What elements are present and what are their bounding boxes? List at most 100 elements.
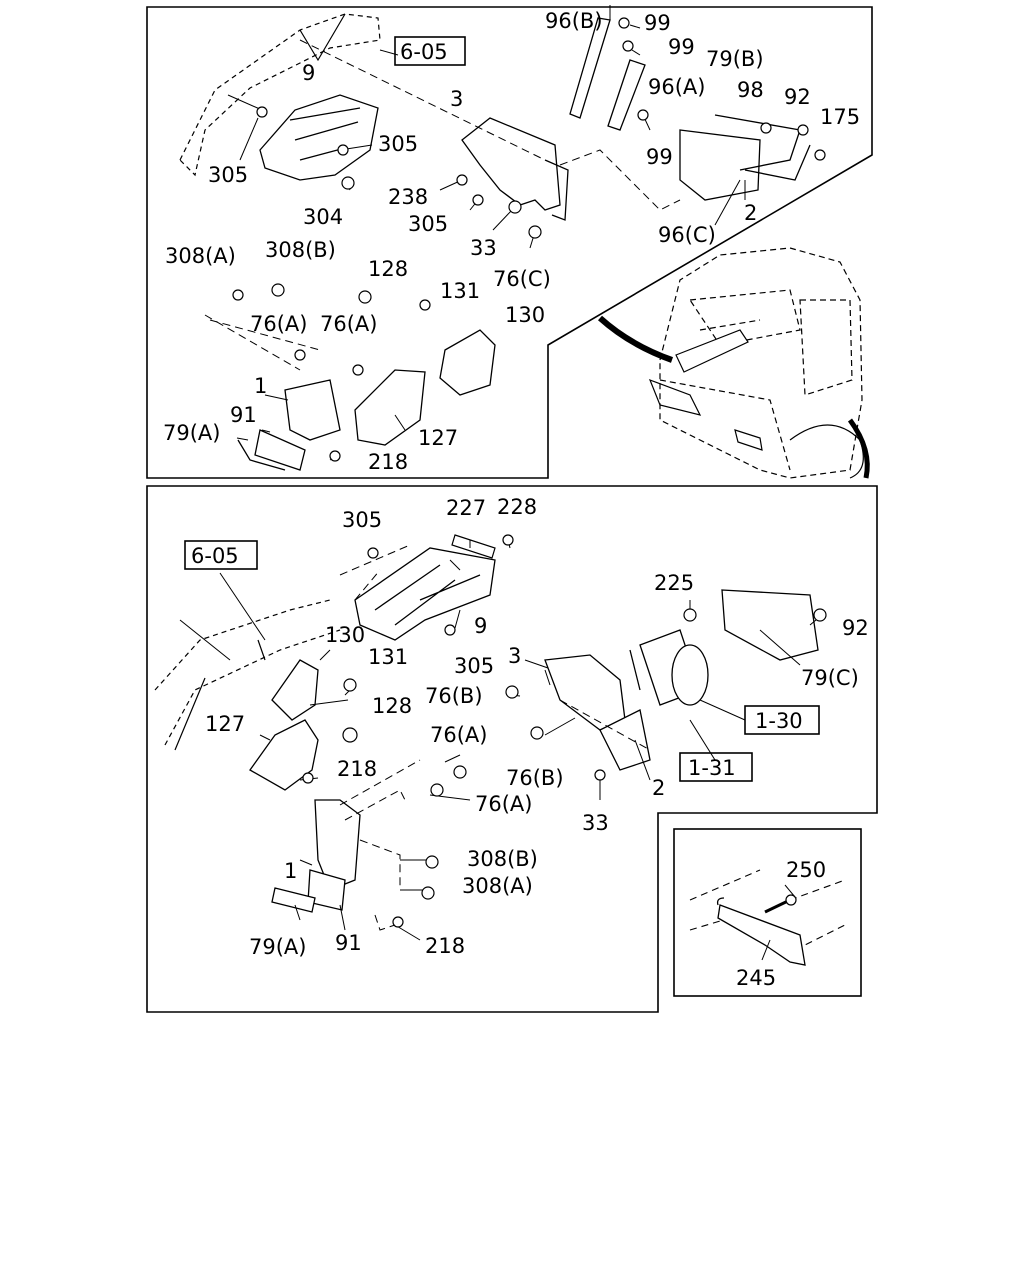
bolt-icon — [342, 727, 358, 743]
bolt-icon — [622, 40, 634, 52]
clip-icon — [444, 624, 456, 636]
callout-308b: 308(B) — [467, 847, 538, 871]
callout-9: 9 — [302, 61, 315, 85]
callout-218-upper: 218 — [337, 757, 377, 781]
callout-33: 33 — [582, 811, 609, 835]
clip-icon — [472, 194, 484, 206]
bolt-icon — [329, 450, 341, 462]
bolt-icon — [760, 122, 772, 134]
clip-icon — [256, 106, 268, 118]
bolt-icon — [594, 769, 606, 781]
callout-96c: 96(C) — [658, 223, 716, 247]
callout-99-mid: 99 — [668, 35, 695, 59]
callout-308b: 308(B) — [265, 238, 336, 262]
callout-2: 2 — [744, 201, 757, 225]
bolt-icon — [637, 109, 649, 121]
callout-305-mid: 305 — [454, 654, 494, 678]
callout-228: 228 — [497, 495, 537, 519]
callout-127: 127 — [205, 712, 245, 736]
callout-308a: 308(A) — [462, 874, 533, 898]
callout-92: 92 — [784, 85, 811, 109]
bolt-icon — [508, 200, 522, 214]
callout-92: 92 — [842, 616, 869, 640]
callout-130: 130 — [505, 303, 545, 327]
ref-box-1-30 — [744, 705, 820, 735]
middle-panel-labels: 6-05 1-30 1-31 305 227 228 9 305 225 92 … — [191, 495, 869, 959]
top-panel-labels: 6-05 9 3 96(B) 99 99 79(B) 96(A) 98 92 1… — [163, 9, 860, 474]
middle-panel — [146, 485, 878, 1013]
callout-305-right: 305 — [378, 132, 418, 156]
middle-part-9 — [354, 547, 496, 641]
nut-icon — [813, 608, 827, 622]
ref-1-30-label: 1-30 — [755, 709, 803, 733]
callout-98: 98 — [737, 78, 764, 102]
callout-76a-left: 76(A) — [250, 312, 307, 336]
callout-79a: 79(A) — [249, 935, 306, 959]
ref-1-31-label: 1-31 — [688, 756, 736, 780]
ref-box-1-31 — [679, 752, 753, 782]
callout-304: 304 — [303, 205, 343, 229]
ref-6-05-middle-label: 6-05 — [191, 544, 239, 568]
callout-225: 225 — [654, 571, 694, 595]
callout-3: 3 — [450, 87, 463, 111]
callout-305-left: 305 — [208, 163, 248, 187]
stay-parts — [569, 17, 646, 131]
callout-131: 131 — [440, 279, 480, 303]
inset-panel-labels: 250 245 — [736, 858, 826, 990]
bolt-icon — [343, 678, 357, 692]
bolt-icon — [341, 176, 355, 190]
callout-245: 245 — [736, 966, 776, 990]
callout-99-top: 99 — [644, 11, 671, 35]
bolt-icon — [528, 225, 542, 239]
middle-panel-frame — [146, 485, 878, 1013]
part-245-bracket — [716, 897, 806, 966]
callout-91: 91 — [335, 931, 362, 955]
callout-1: 1 — [254, 374, 267, 398]
callout-130: 130 — [325, 623, 365, 647]
nut-icon — [683, 608, 697, 622]
callout-76a-upper: 76(A) — [430, 723, 487, 747]
callout-3: 3 — [508, 644, 521, 668]
part-96c-frame — [679, 114, 811, 201]
callout-227: 227 — [446, 496, 486, 520]
bolt-icon — [337, 144, 349, 156]
bolt-icon — [392, 916, 404, 928]
bolt-icon — [425, 855, 439, 869]
nut-icon — [814, 149, 826, 161]
ref-6-05-label: 6-05 — [400, 40, 448, 64]
callout-33: 33 — [470, 236, 497, 260]
top-panel-frame — [146, 6, 873, 479]
callout-76a-right: 76(A) — [320, 312, 377, 336]
cab-solid-details — [597, 315, 870, 479]
middle-1-91 — [271, 799, 361, 913]
part-3-shape — [461, 117, 569, 221]
middle-bumper-outline — [154, 599, 341, 746]
callout-175: 175 — [820, 105, 860, 129]
top-leader-lines — [204, 39, 681, 371]
part-227-strip — [451, 534, 496, 559]
bolt-icon — [232, 289, 244, 301]
bolt-icon — [502, 534, 514, 546]
tank-part — [629, 629, 709, 706]
bolt-icon — [453, 765, 467, 779]
callout-99-lower: 99 — [646, 145, 673, 169]
inset-panel-frame — [673, 828, 862, 997]
callout-76b-upper: 76(B) — [425, 684, 483, 708]
bolt-icon — [430, 783, 444, 797]
callout-2: 2 — [652, 776, 665, 800]
bolt-icon — [358, 290, 372, 304]
clip-icon — [367, 547, 379, 559]
callout-1: 1 — [284, 859, 297, 883]
bolt-icon — [530, 726, 544, 740]
part-79c-plate — [721, 589, 819, 661]
callout-305-center: 305 — [408, 212, 448, 236]
bumper-outline — [179, 13, 381, 177]
callout-308a: 308(A) — [165, 244, 236, 268]
bolt-icon — [271, 283, 285, 297]
callout-91: 91 — [230, 403, 257, 427]
callout-218: 218 — [368, 450, 408, 474]
part-250-bolt — [764, 894, 797, 914]
callout-76b-lower: 76(B) — [506, 766, 564, 790]
